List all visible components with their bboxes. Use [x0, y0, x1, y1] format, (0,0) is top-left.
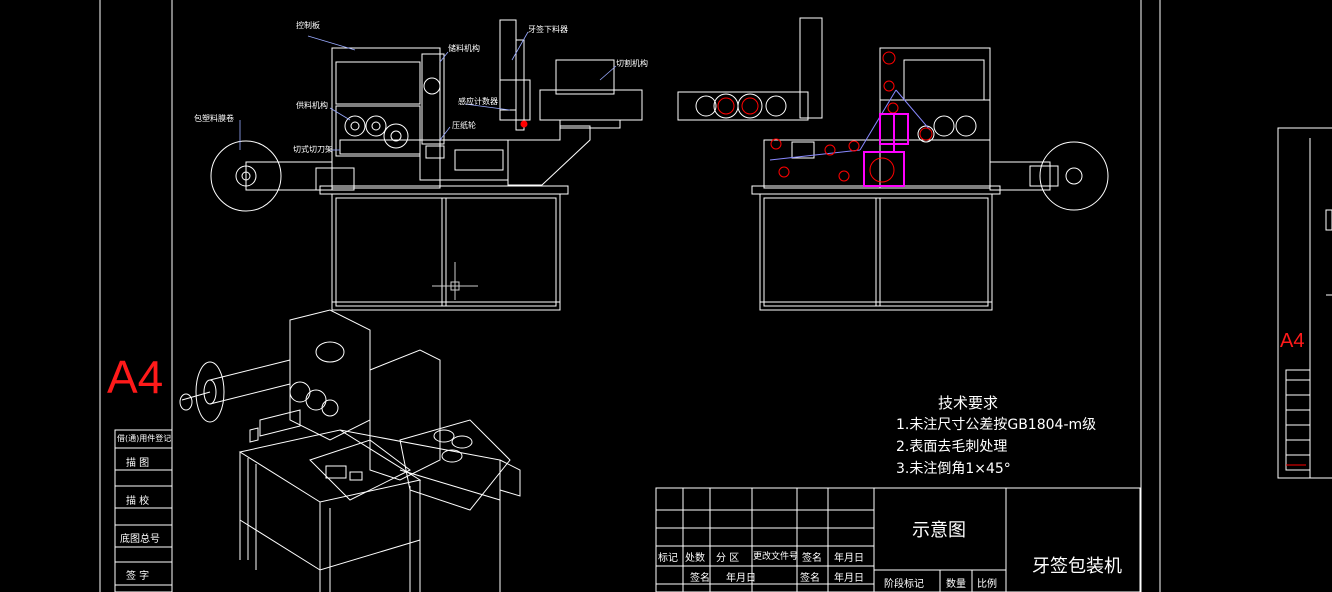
tb-row2-cell: 年月日	[726, 573, 756, 584]
tb-row2-cell: 签名	[690, 573, 710, 584]
callout-cutter: 切割机构	[616, 59, 648, 68]
tb-row1-cell: 签名	[802, 553, 822, 564]
callout-feeder: 牙签下料器	[528, 25, 568, 34]
tb-row1-cell: 处数	[685, 553, 705, 564]
callout-counter: 感应计数器	[458, 97, 498, 106]
right-partial-sheet	[1277, 127, 1332, 479]
side-block-grid	[114, 429, 173, 592]
side-block-cell: 借(通)用件登记	[117, 434, 172, 443]
callout-supply: 供料机构	[296, 101, 328, 110]
tech-requirements-heading: 技术要求	[938, 394, 999, 412]
tb-row2-cell: 签名	[800, 573, 820, 584]
tech-requirement-item: 1.未注尺寸公差按GB1804-m级	[896, 417, 1097, 433]
callout-press-wheel: 压纸轮	[452, 121, 476, 130]
machine-name: 牙签包装机	[1032, 556, 1122, 577]
sheet-size-label: A4	[107, 351, 164, 403]
side-block-cell: 描 校	[126, 496, 150, 507]
title-block-grid	[655, 487, 1141, 592]
tb-qty-label: 数量	[946, 579, 966, 590]
tech-requirement-item: 2.表面去毛刺处理	[896, 439, 1008, 455]
tb-row1-cell: 分 区	[716, 553, 740, 564]
callout-control-panel: 控制板	[296, 21, 320, 30]
tb-row1-cell: 更改文件号	[753, 552, 799, 562]
left-front-view	[210, 19, 643, 311]
callout-film-roll: 包塑料膜卷	[194, 114, 234, 123]
callout-storage: 储料机构	[448, 44, 480, 53]
tb-row1-cell: 年月日	[834, 553, 864, 564]
side-block-cell: 签 字	[126, 571, 150, 582]
callout-blade-frame: 切式切刀架	[293, 145, 333, 154]
side-block-cell: 底图总号	[120, 534, 160, 545]
tb-stage-label: 阶段标记	[884, 579, 924, 590]
callout-leaders	[239, 31, 617, 151]
sheet-size-label-right: A4	[1280, 330, 1305, 352]
magenta-motor	[863, 113, 909, 187]
tech-requirement-item: 3.未注倒角1×45°	[896, 461, 1011, 477]
tb-scale-label: 比例	[977, 579, 997, 590]
tb-row1-cell: 标记	[658, 553, 678, 564]
side-block-cell: 描 图	[126, 458, 150, 469]
isometric-view	[179, 309, 521, 592]
tb-row2-cell: 年月日	[834, 573, 864, 584]
drawing-name: 示意图	[912, 520, 966, 541]
red-highlights	[520, 51, 933, 183]
